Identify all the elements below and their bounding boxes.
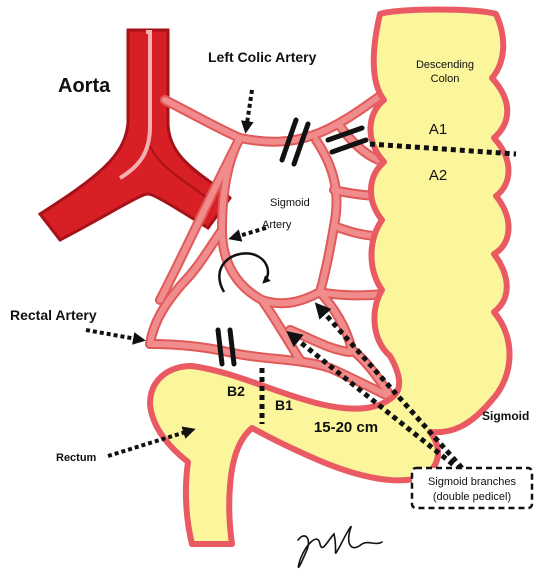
handwritten-signature	[298, 527, 382, 568]
label-left-colic-artery: Left Colic Artery	[208, 49, 317, 65]
arrow-rectal-artery	[86, 330, 142, 340]
label-descending-colon-1: Descending	[416, 59, 474, 71]
label-aorta: Aorta	[58, 75, 111, 97]
callout-text-1: Sigmoid branches	[428, 476, 517, 488]
bowel	[150, 10, 510, 545]
label-rectum: Rectum	[56, 452, 97, 464]
label-b1: B1	[275, 397, 293, 413]
label-sigmoid: Sigmoid	[482, 409, 529, 423]
arrow-sigmoid-artery	[232, 228, 266, 238]
arrow-left-colic	[246, 90, 252, 130]
label-sigmoid-artery-1: Sigmoid	[270, 197, 310, 209]
label-sigmoid-artery-2: Artery	[262, 219, 292, 231]
label-descending-colon-2: Colon	[431, 73, 460, 85]
label-length: 15-20 cm	[314, 419, 378, 436]
label-rectal-artery: Rectal Artery	[10, 307, 97, 323]
callout-text-2: (double pedicel)	[433, 491, 511, 503]
label-a2: A2	[429, 167, 447, 184]
label-a1: A1	[429, 121, 447, 138]
label-b2: B2	[227, 383, 245, 399]
